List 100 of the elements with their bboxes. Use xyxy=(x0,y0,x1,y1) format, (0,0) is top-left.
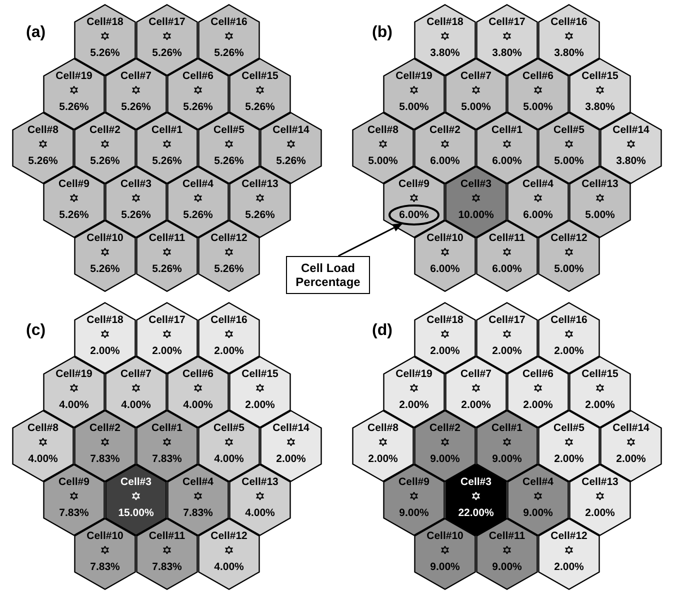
hexagon-cell xyxy=(74,220,136,292)
load-percentage: 4.00% xyxy=(59,399,89,411)
load-percentage: 2.00% xyxy=(461,399,491,411)
cell-name: Cell#6 xyxy=(182,70,214,82)
hexagon-cell xyxy=(414,220,476,292)
load-percentage: 5.26% xyxy=(59,209,89,221)
cell-name: Cell#2 xyxy=(430,422,460,434)
load-percentage: 5.00% xyxy=(399,101,429,113)
cell-name: Cell#12 xyxy=(210,530,248,542)
cell-name: Cell#10 xyxy=(426,530,464,542)
cell-name: Cell#11 xyxy=(148,232,186,244)
load-percentage: 3.80% xyxy=(430,47,460,59)
cell-name: Cell#19 xyxy=(56,368,92,380)
cell-name: Cell#6 xyxy=(182,368,214,380)
panel-label: (b) xyxy=(372,24,392,42)
load-percentage: 2.00% xyxy=(245,399,275,411)
load-percentage: 5.26% xyxy=(121,101,151,113)
cell-name: Cell#18 xyxy=(426,314,464,326)
cell-name: Cell#12 xyxy=(550,232,588,244)
cell-name: Cell#1 xyxy=(492,422,522,434)
cell-name: Cell#16 xyxy=(550,314,588,326)
load-percentage: 22.00% xyxy=(458,507,494,519)
load-percentage: 5.26% xyxy=(245,209,275,221)
load-percentage: 2.00% xyxy=(616,453,646,465)
load-percentage: 5.26% xyxy=(90,155,120,167)
load-percentage: 4.00% xyxy=(245,507,275,519)
cell-name: Cell#17 xyxy=(488,314,526,326)
load-percentage: 7.83% xyxy=(90,561,120,573)
cell-name: Cell#2 xyxy=(90,422,120,434)
highlight-ellipse xyxy=(388,204,440,226)
load-percentage: 2.00% xyxy=(399,399,429,411)
load-percentage: 10.00% xyxy=(458,209,494,221)
load-percentage: 5.26% xyxy=(183,101,213,113)
load-percentage: 9.00% xyxy=(492,453,522,465)
cell-name: Cell#14 xyxy=(272,124,310,136)
cell-name: Cell#6 xyxy=(522,368,554,380)
load-percentage: 3.80% xyxy=(585,101,615,113)
load-percentage: 2.00% xyxy=(585,507,615,519)
cell-name: Cell#5 xyxy=(554,422,584,434)
load-percentage: 5.26% xyxy=(90,263,120,275)
load-percentage: 5.00% xyxy=(523,101,553,113)
load-percentage: 2.00% xyxy=(430,345,460,357)
load-percentage: 3.80% xyxy=(616,155,646,167)
load-percentage: 7.83% xyxy=(152,561,182,573)
cell-name: Cell#2 xyxy=(90,124,120,136)
cell-name: Cell#4 xyxy=(182,178,214,190)
load-percentage: 7.83% xyxy=(183,507,213,519)
cell-name: Cell#8 xyxy=(368,422,398,434)
load-percentage: 5.26% xyxy=(152,155,182,167)
hexagon-cell xyxy=(538,518,600,590)
load-percentage: 2.00% xyxy=(554,453,584,465)
cell-name: Cell#7 xyxy=(460,368,492,380)
load-percentage: 6.00% xyxy=(430,155,460,167)
cell-name: Cell#14 xyxy=(612,124,650,136)
load-percentage: 5.26% xyxy=(214,263,244,275)
hexagon-cell xyxy=(136,220,198,292)
load-percentage: 5.26% xyxy=(90,47,120,59)
cell-name: Cell#2 xyxy=(430,124,460,136)
cell-name: Cell#9 xyxy=(58,476,90,488)
cell-name: Cell#17 xyxy=(488,16,526,28)
load-percentage: 6.00% xyxy=(523,209,553,221)
cell-name: Cell#4 xyxy=(522,476,554,488)
load-percentage: 6.00% xyxy=(492,155,522,167)
load-percentage: 4.00% xyxy=(214,453,244,465)
cell-name: Cell#8 xyxy=(28,124,58,136)
cell-name: Cell#13 xyxy=(242,178,278,190)
cell-name: Cell#11 xyxy=(488,232,526,244)
load-percentage: 5.26% xyxy=(214,47,244,59)
cell-name: Cell#16 xyxy=(210,16,248,28)
hexagon-cell xyxy=(198,518,260,590)
load-percentage: 5.00% xyxy=(554,263,584,275)
cell-name: Cell#9 xyxy=(398,476,430,488)
cell-name: Cell#15 xyxy=(242,70,278,82)
cell-name: Cell#6 xyxy=(522,70,554,82)
cell-name: Cell#1 xyxy=(152,422,182,434)
cell-name: Cell#5 xyxy=(554,124,584,136)
load-percentage: 2.00% xyxy=(214,345,244,357)
cell-name: Cell#3 xyxy=(460,476,492,488)
callout-text: Cell Load Percentage xyxy=(294,261,362,289)
hexagon-cell xyxy=(476,220,538,292)
cell-name: Cell#1 xyxy=(152,124,182,136)
load-percentage: 5.00% xyxy=(585,209,615,221)
cell-name: Cell#15 xyxy=(582,70,618,82)
cell-name: Cell#5 xyxy=(214,124,244,136)
load-percentage: 2.00% xyxy=(554,561,584,573)
cell-name: Cell#13 xyxy=(582,476,618,488)
cell-name: Cell#14 xyxy=(612,422,650,434)
cell-name: Cell#9 xyxy=(398,178,430,190)
load-percentage: 2.00% xyxy=(554,345,584,357)
cell-name: Cell#16 xyxy=(210,314,248,326)
load-percentage: 9.00% xyxy=(399,507,429,519)
hexagon-cell xyxy=(538,220,600,292)
leader-arrow xyxy=(338,223,403,257)
load-percentage: 5.26% xyxy=(276,155,306,167)
cell-name: Cell#18 xyxy=(86,16,124,28)
load-percentage: 6.00% xyxy=(492,263,522,275)
load-percentage: 2.00% xyxy=(492,345,522,357)
cell-name: Cell#11 xyxy=(488,530,526,542)
load-percentage: 7.83% xyxy=(152,453,182,465)
cell-name: Cell#15 xyxy=(242,368,278,380)
